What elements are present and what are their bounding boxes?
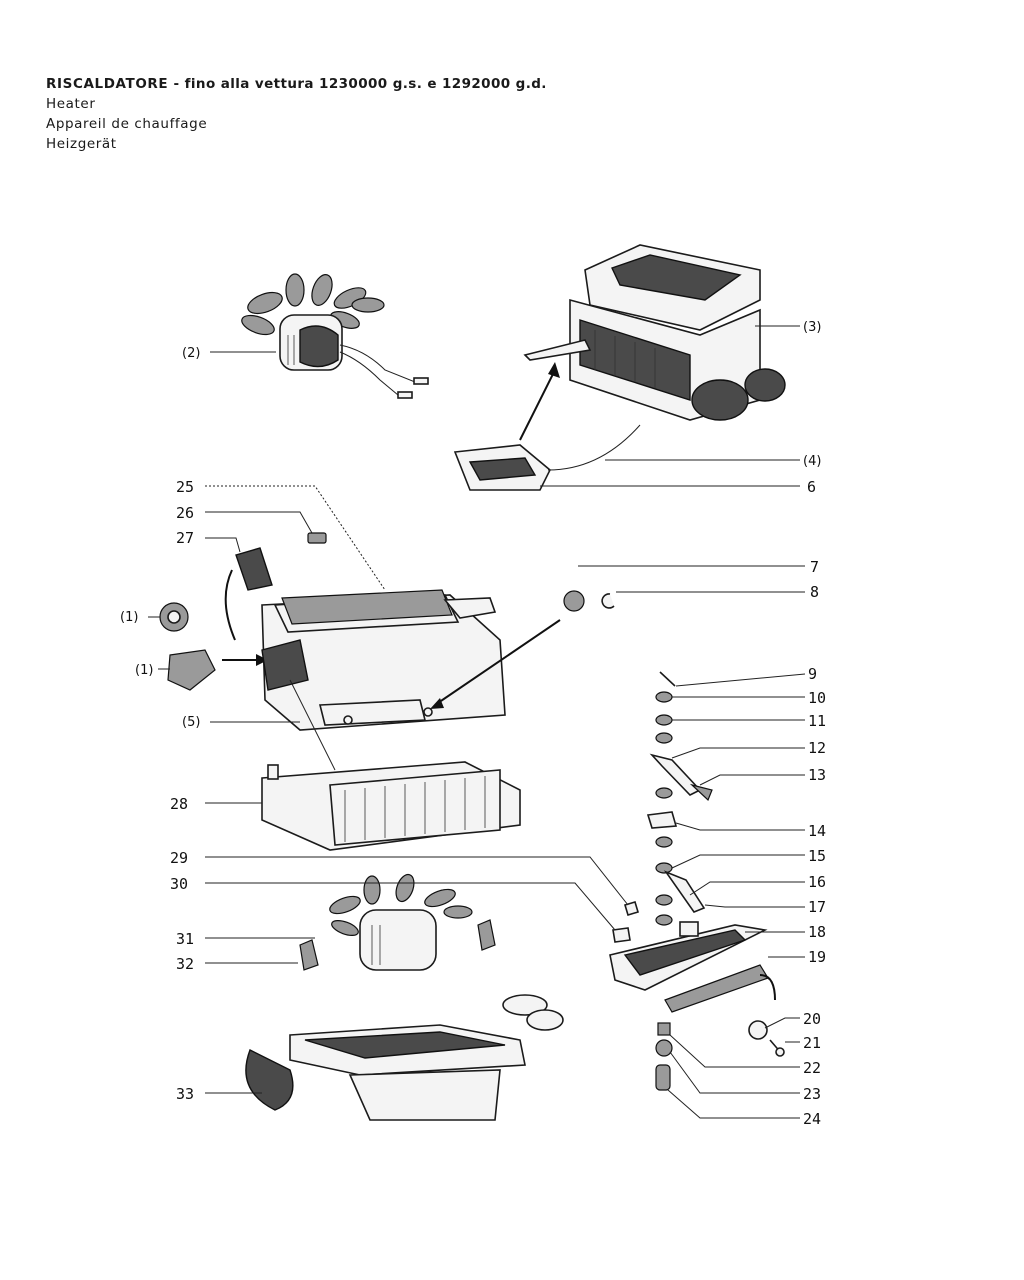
label-11: 11 (808, 712, 826, 730)
lower-housing-33 (245, 994, 564, 1121)
heater-box-3 (523, 244, 786, 421)
heater-housing-25 (261, 589, 506, 731)
spring-26 (307, 532, 327, 544)
page-title: RISCALDATORE - fino alla vettura 1230000… (46, 74, 547, 94)
title-subtitle: - fino alla vettura 1230000 g.s. e 12920… (173, 76, 547, 92)
clip-32 (299, 939, 319, 971)
label-19: 19 (808, 948, 826, 966)
label-16: 16 (808, 873, 826, 891)
label-7: 7 (810, 558, 819, 576)
connector-terminal (413, 377, 429, 385)
label-10: 10 (808, 689, 826, 707)
label-32: 32 (176, 955, 194, 973)
radiator-core-28 (261, 761, 521, 851)
label-33: 33 (176, 1085, 194, 1103)
title-french: Appareil de chauffage (46, 116, 208, 132)
label-30: 30 (170, 875, 188, 893)
label-21: 21 (803, 1034, 821, 1052)
label-26: 26 (176, 504, 194, 522)
label-25: 25 (176, 478, 194, 496)
control-lever-4 (453, 362, 641, 491)
label-31: 31 (176, 930, 194, 948)
label-23: 23 (803, 1085, 821, 1103)
hose-27 (235, 547, 273, 591)
mounting-bracket (523, 339, 592, 361)
label-24: 24 (803, 1110, 821, 1128)
knob-7 (563, 590, 585, 612)
label-9: 9 (808, 665, 817, 683)
label-3: (3) (803, 320, 821, 335)
fan-31 (329, 873, 473, 971)
label-14: 14 (808, 822, 826, 840)
label-27: 27 (176, 529, 194, 547)
label-1b: (1) (135, 663, 153, 678)
label-17: 17 (808, 898, 826, 916)
label-22: 22 (803, 1059, 821, 1077)
label-1a: (1) (120, 610, 138, 625)
arrow-head (548, 362, 560, 378)
label-8: 8 (810, 583, 819, 601)
label-29: 29 (170, 849, 188, 867)
housing-top-opening (281, 589, 453, 625)
heater-box-opening (611, 254, 742, 301)
small-parts-column (609, 671, 785, 1091)
title-main: RISCALDATORE (46, 76, 169, 92)
title-german: Heizgerät (46, 136, 117, 152)
label-15: 15 (808, 847, 826, 865)
leader-lines (148, 325, 806, 1119)
clip-8 (601, 593, 615, 609)
valve-1 (167, 649, 216, 691)
label-12: 12 (808, 739, 826, 757)
clip-31b (477, 919, 496, 951)
label-5: (5) (182, 715, 200, 730)
blower-motor-assembly-2 (241, 273, 429, 399)
label-6: 6 (807, 478, 816, 496)
label-2: (2) (182, 346, 200, 361)
label-28: 28 (170, 795, 188, 813)
label-4: (4) (803, 454, 821, 469)
label-18: 18 (808, 923, 826, 941)
title-block: RISCALDATORE - fino alla vettura 1230000… (46, 74, 547, 154)
title-english: Heater (46, 96, 96, 112)
label-13: 13 (808, 766, 826, 784)
label-20: 20 (803, 1010, 821, 1028)
fan-blades (241, 273, 385, 336)
